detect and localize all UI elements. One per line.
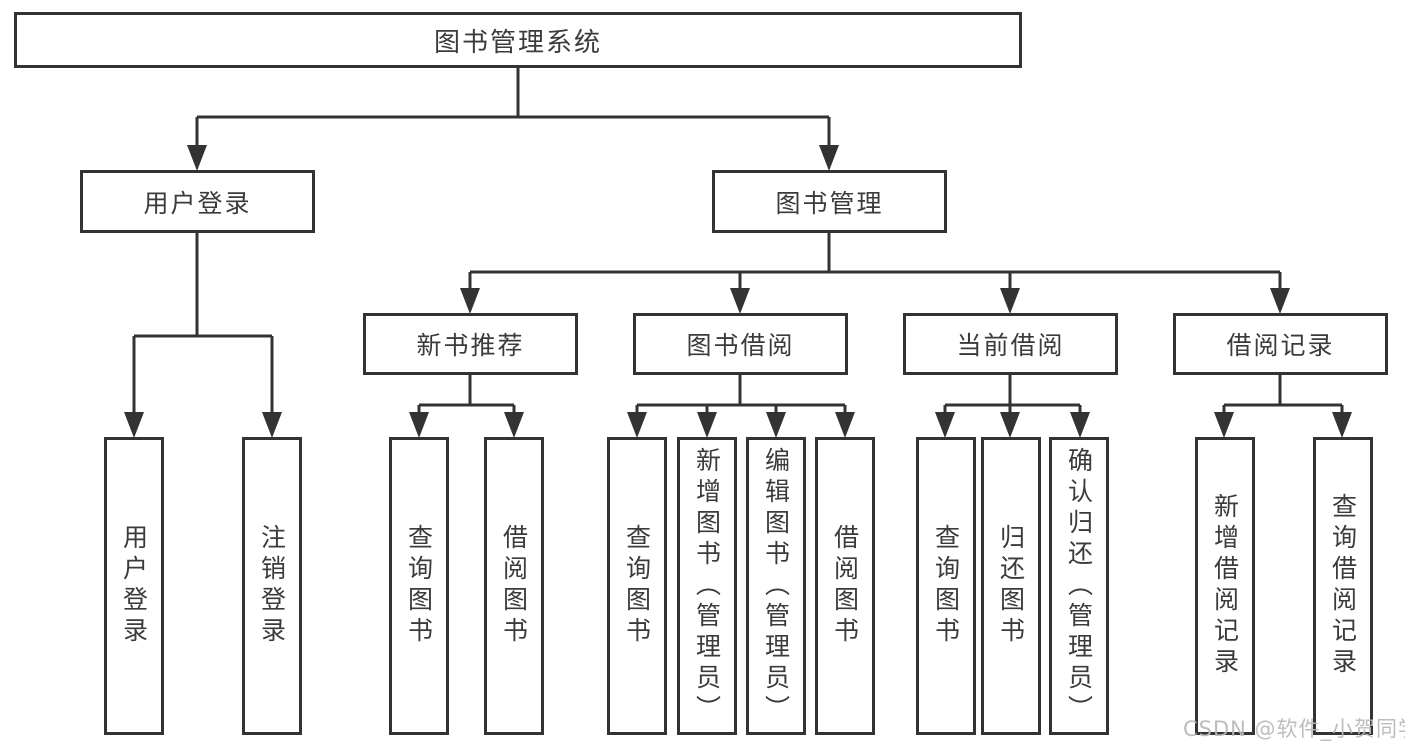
csdn-watermark: CSDN @软件_小贺同学 xyxy=(1183,717,1405,741)
leaf-user-login: 用户登录 xyxy=(104,437,164,735)
leaf-borrow-books: 借阅图书 xyxy=(815,437,875,735)
leaf-return-books: 归还图书 xyxy=(981,437,1041,735)
node-library-management-system: 图书管理系统 xyxy=(14,12,1022,68)
connector-root-to-level2 xyxy=(187,68,839,171)
node-new-book-recommend: 新书推荐 xyxy=(363,313,578,375)
connector-current-group xyxy=(935,375,1090,438)
leaf-add-borrow-record: 新增借阅记录 xyxy=(1195,437,1255,735)
leaf-query-books-current: 查询图书 xyxy=(916,437,976,735)
leaf-label: 借阅图书 xyxy=(830,524,860,648)
node-label: 图书管理系统 xyxy=(433,27,602,58)
connector-borrow-group xyxy=(627,375,855,438)
node-label: 用户登录 xyxy=(143,188,252,218)
leaf-logout: 注销登录 xyxy=(242,437,302,735)
connector-user-login-group xyxy=(124,233,282,438)
leaf-label: 查询图书 xyxy=(931,524,961,648)
leaf-query-books-recommend: 查询图书 xyxy=(389,437,449,735)
leaf-label: 借阅图书 xyxy=(499,524,529,648)
leaf-label: 确认归还（管理员） xyxy=(1064,446,1094,726)
node-borrow-records: 借阅记录 xyxy=(1173,313,1388,375)
leaf-label: 注销登录 xyxy=(257,524,287,648)
node-label: 当前借阅 xyxy=(956,331,1065,360)
node-current-borrow: 当前借阅 xyxy=(903,313,1118,375)
leaf-label: 新增借阅记录 xyxy=(1210,493,1240,679)
leaf-label: 查询图书 xyxy=(622,524,652,648)
leaf-query-borrow-record: 查询借阅记录 xyxy=(1313,437,1373,735)
node-book-management: 图书管理 xyxy=(712,170,947,233)
node-label: 图书借阅 xyxy=(686,331,795,360)
connector-newbook-group xyxy=(409,375,524,438)
leaf-label: 编辑图书（管理员） xyxy=(761,446,791,726)
node-book-borrow: 图书借阅 xyxy=(633,313,848,375)
node-user-login: 用户登录 xyxy=(80,170,315,233)
leaf-label: 用户登录 xyxy=(119,524,149,648)
connector-records-group xyxy=(1214,375,1352,438)
leaf-label: 查询借阅记录 xyxy=(1328,493,1358,679)
leaf-edit-book-admin: 编辑图书（管理员） xyxy=(746,437,806,735)
node-label: 借阅记录 xyxy=(1226,331,1335,360)
leaf-label: 新增图书（管理员） xyxy=(692,446,722,726)
connector-book-mgmt-to-level3 xyxy=(460,233,1290,314)
leaf-label: 归还图书 xyxy=(996,524,1026,648)
leaf-confirm-return-admin: 确认归还（管理员） xyxy=(1049,437,1109,735)
leaf-borrow-books-recommend: 借阅图书 xyxy=(484,437,544,735)
leaf-add-book-admin: 新增图书（管理员） xyxy=(677,437,737,735)
leaf-query-books-borrow: 查询图书 xyxy=(607,437,667,735)
leaf-label: 查询图书 xyxy=(404,524,434,648)
node-label: 图书管理 xyxy=(775,188,884,218)
node-label: 新书推荐 xyxy=(416,331,525,360)
